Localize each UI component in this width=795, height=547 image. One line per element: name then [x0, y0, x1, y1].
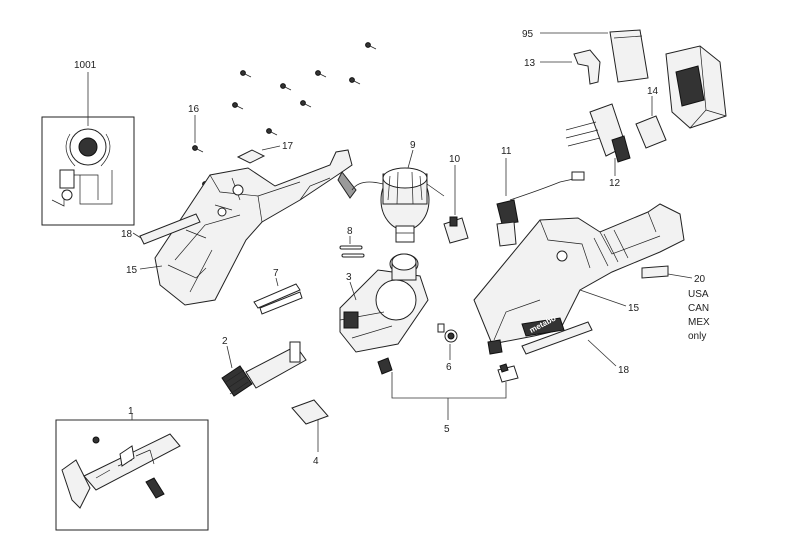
- battery-pack[interactable]: [665, 45, 727, 129]
- callout-15-left: 15: [126, 265, 138, 276]
- part-3-gear-housing[interactable]: [339, 253, 429, 353]
- part-18-strip-left[interactable]: [139, 213, 201, 245]
- part-18-strip-right[interactable]: [521, 321, 593, 355]
- part-7-clamp-pins[interactable]: [253, 283, 303, 315]
- region-note-line-1: USA: [688, 289, 709, 300]
- callout-5: 5: [444, 424, 450, 435]
- part-95-cover[interactable]: [609, 29, 649, 83]
- callout-2: 2: [222, 336, 228, 347]
- callout-10: 10: [449, 154, 461, 165]
- region-note-line-3: MEX: [688, 317, 710, 328]
- callout-14: 14: [647, 86, 659, 97]
- part-15-housing-right[interactable]: metabo: [473, 203, 685, 355]
- callout-8: 8: [347, 226, 353, 237]
- part-11-trigger-switch[interactable]: [496, 171, 585, 247]
- screw-set[interactable]: [192, 42, 377, 189]
- callout-17: 17: [282, 141, 294, 152]
- callout-15-right: 15: [628, 303, 640, 314]
- part-1-clamp-assembly[interactable]: [55, 419, 209, 531]
- callout-11: 11: [501, 146, 512, 157]
- part-6-bushing[interactable]: [437, 323, 458, 343]
- region-note-line-2: CAN: [688, 303, 709, 314]
- callout-12: 12: [609, 178, 621, 189]
- callout-1: 1: [128, 406, 134, 417]
- callout-95: 95: [522, 29, 534, 40]
- part-13-latch[interactable]: [573, 49, 601, 85]
- part-15-housing-left[interactable]: [154, 149, 357, 306]
- callout-1001: 1001: [74, 60, 97, 71]
- callout-20: 20: [694, 274, 706, 285]
- callout-18-right: 18: [618, 365, 630, 376]
- region-note-line-4: only: [688, 331, 706, 342]
- callout-16: 16: [188, 104, 200, 115]
- part-17-label-plate[interactable]: [236, 149, 266, 164]
- callout-4: 4: [313, 456, 319, 467]
- part-8-pins[interactable]: [339, 245, 365, 258]
- part-4-pad[interactable]: [291, 399, 329, 425]
- part-14-label[interactable]: [635, 115, 667, 149]
- part-10-switch-module[interactable]: [443, 216, 469, 244]
- part-9-motor[interactable]: [351, 167, 445, 243]
- callout-18-left: 18: [121, 229, 133, 240]
- callout-6: 6: [446, 362, 452, 373]
- part-2-plunger[interactable]: [221, 341, 307, 397]
- part-5-clips[interactable]: [377, 357, 519, 383]
- part-1001-wiring-diagram[interactable]: [41, 116, 135, 226]
- callout-13: 13: [524, 58, 536, 69]
- callout-7: 7: [273, 268, 279, 279]
- part-12-battery-terminal[interactable]: [565, 103, 631, 163]
- callout-9: 9: [410, 140, 416, 151]
- part-20-label[interactable]: [641, 265, 669, 279]
- callout-3: 3: [346, 272, 352, 283]
